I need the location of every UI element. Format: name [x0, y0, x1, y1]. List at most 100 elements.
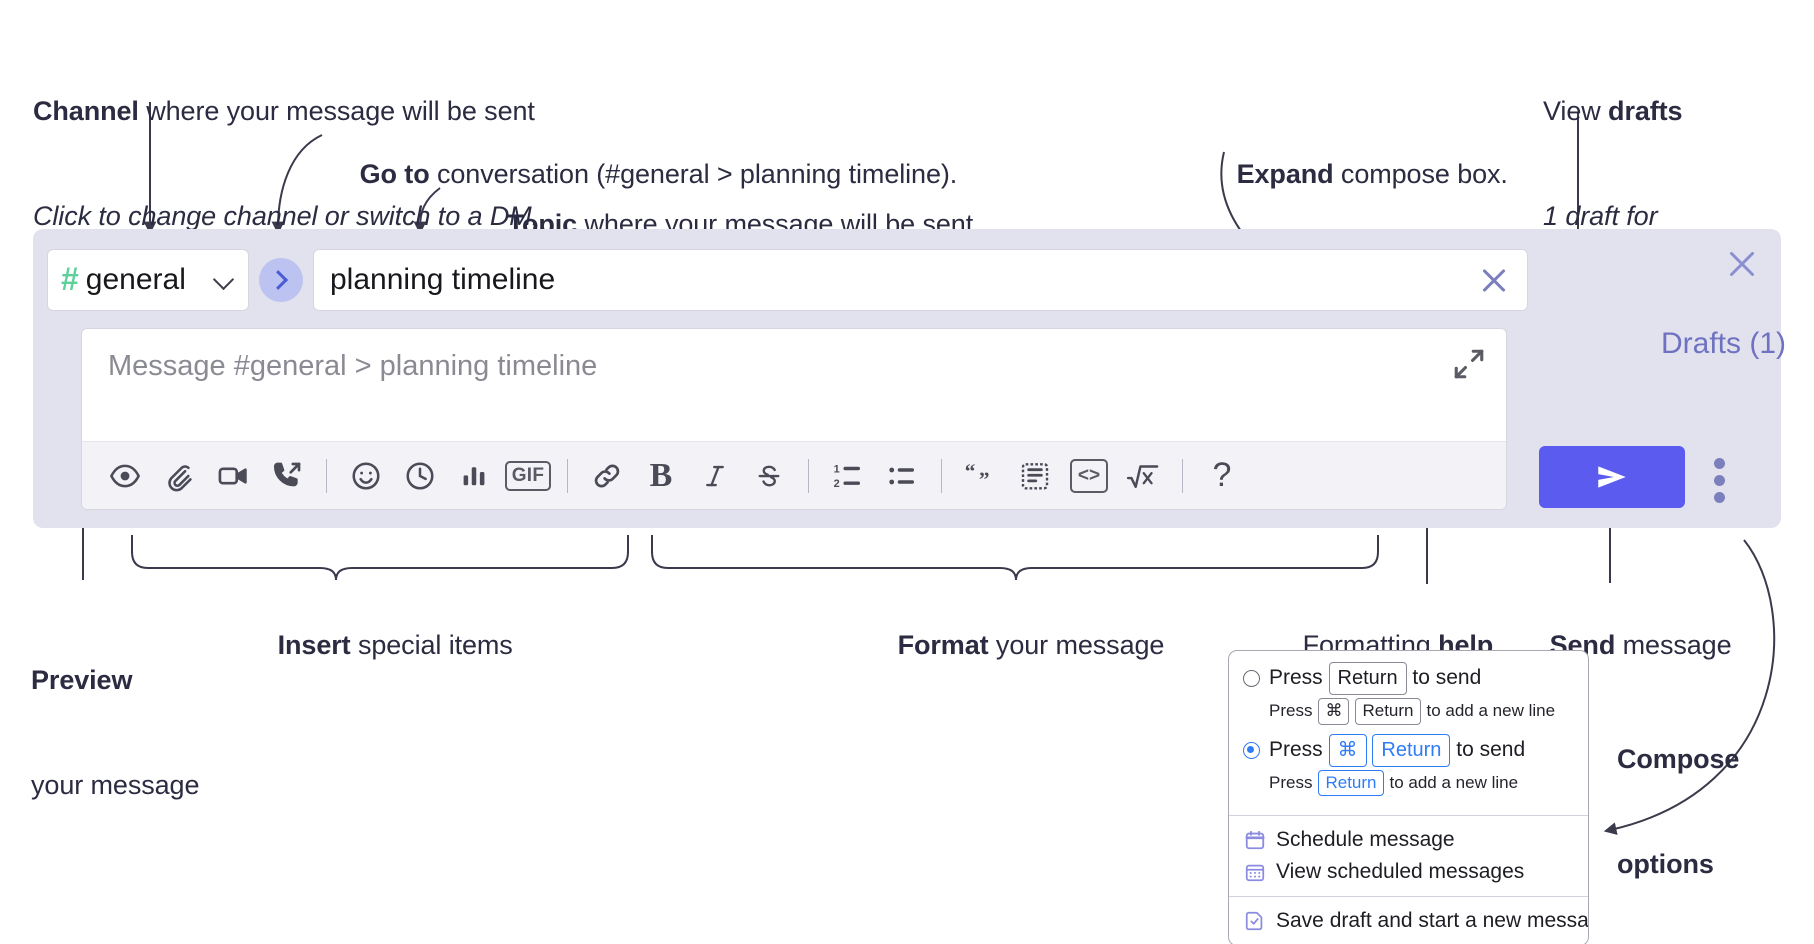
toolbar-separator [326, 458, 327, 493]
send-option-return[interactable]: Press Return to send Press ⌘ Return to a… [1243, 662, 1574, 725]
blockquote-icon[interactable]: “ ” [954, 449, 1008, 503]
toolbar-separator [1182, 458, 1183, 493]
annotation-expand: Expand compose box. [1207, 122, 1508, 227]
annotation-preview-line2: your message [31, 770, 200, 801]
close-icon[interactable] [1724, 246, 1760, 282]
menu-item-view-scheduled-messages[interactable]: View scheduled messages [1229, 856, 1588, 888]
menu-item-save-draft[interactable]: Save draft and start a new message [1229, 905, 1588, 937]
chevron-down-icon [213, 269, 235, 291]
link-icon[interactable] [580, 449, 634, 503]
message-input-box[interactable]: Message #general > planning timeline [81, 328, 1507, 510]
radio-button-selected[interactable] [1243, 741, 1260, 759]
annotation-format-rest: your message [988, 630, 1165, 661]
option2-key-return: Return [1372, 733, 1451, 767]
bold-icon[interactable]: B [634, 449, 688, 503]
ordered-list-icon[interactable]: 1 2 [821, 449, 875, 503]
annotation-drafts-bold: drafts [1608, 96, 1683, 127]
topic-field[interactable]: planning timeline [313, 249, 1528, 311]
annotation-send: Send message [1520, 593, 1732, 698]
option1-key-return: Return [1328, 662, 1407, 695]
help-icon[interactable]: ? [1195, 449, 1249, 503]
option2-pre: Press [1269, 737, 1323, 761]
kebab-dot [1714, 492, 1725, 503]
bold-label: B [649, 456, 673, 494]
audio-call-icon[interactable] [260, 449, 314, 503]
svg-text:“: “ [965, 459, 976, 483]
annotation-goto-rest: conversation (#general > planning timeli… [429, 159, 958, 190]
toolbar-separator [567, 458, 568, 493]
annotation-send-rest: message [1615, 630, 1732, 661]
compose-options-menu: Press Return to send Press ⌘ Return to a… [1228, 650, 1589, 944]
expand-icon[interactable] [1452, 347, 1486, 381]
annotation-compose-options: Compose options menu [1617, 672, 1739, 944]
annotation-insert-bold: Insert [277, 630, 351, 661]
hash-icon: # [61, 261, 79, 297]
schedule-icon [1244, 829, 1266, 851]
annotation-format-bold: Format [897, 630, 989, 661]
option1-pre: Press [1269, 666, 1323, 689]
go-to-conversation-button[interactable] [259, 258, 303, 302]
option1-post: to send [1412, 666, 1482, 689]
annotation-preview: Preview your message [31, 593, 199, 874]
send-option-cmd-return[interactable]: Press ⌘ Return to send Press Return to a… [1243, 733, 1574, 797]
drafts-label[interactable]: Drafts (1) [1660, 327, 1786, 360]
option1-sub-post: to add a new line [1426, 701, 1556, 721]
italic-icon[interactable] [688, 449, 742, 503]
radio-button[interactable] [1243, 670, 1260, 687]
svg-text:2: 2 [834, 478, 840, 490]
send-shortcut-options: Press Return to send Press ⌘ Return to a… [1229, 651, 1588, 815]
menu-divider [1229, 896, 1588, 898]
annotation-goto-bold: Go to [359, 159, 430, 190]
annotation-format: Format your message [868, 593, 1165, 698]
menu-item-schedule-message[interactable]: Schedule message [1229, 824, 1588, 856]
kebab-dot [1714, 458, 1725, 469]
option2-post: to send [1456, 737, 1526, 761]
inline-code-icon[interactable]: <> [1062, 449, 1116, 503]
gif-icon[interactable]: GIF [501, 449, 555, 503]
attachment-icon[interactable] [152, 449, 206, 503]
svg-text:”: ” [979, 467, 990, 491]
close-icon[interactable] [1477, 263, 1511, 297]
composer-header-row: # general planning timeline [47, 249, 1528, 311]
option2-key-cmd: ⌘ [1328, 733, 1367, 767]
calendar-icon [1244, 861, 1266, 883]
bulleted-list-icon[interactable] [875, 449, 929, 503]
menu-divider [1229, 815, 1588, 817]
send-icon [1598, 466, 1626, 488]
draft-section: Save draft and start a new message [1229, 897, 1588, 944]
svg-text:1: 1 [834, 463, 840, 475]
annotation-channel: Channel where your message will be sent … [33, 24, 539, 305]
menu-item-label: Schedule message [1276, 828, 1455, 852]
poll-icon[interactable] [447, 449, 501, 503]
save-draft-icon [1244, 910, 1266, 932]
annotation-drafts-prefix: View [1543, 96, 1609, 127]
emoji-icon[interactable] [339, 449, 393, 503]
annotation-preview-bold: Preview [31, 665, 133, 696]
inline-code-label: <> [1070, 458, 1108, 493]
annotation-channel-rest: where your message will be sent [138, 96, 535, 127]
option1-sub-pre: Press [1269, 701, 1313, 721]
schedule-section: Schedule message View scheduled messages [1229, 816, 1588, 896]
send-button[interactable] [1539, 446, 1685, 508]
option1-subkey-cmd: ⌘ [1318, 698, 1350, 725]
clock-icon[interactable] [393, 449, 447, 503]
more-options-icon[interactable] [1714, 458, 1726, 503]
annotation-expand-bold: Expand [1236, 159, 1334, 190]
video-icon[interactable] [206, 449, 260, 503]
latex-icon[interactable] [1116, 449, 1170, 503]
annotation-insert-rest: special items [350, 630, 513, 661]
toolbar-separator [808, 458, 809, 493]
preview-icon[interactable] [98, 449, 152, 503]
menu-item-label: Save draft and start a new message [1276, 909, 1589, 933]
message-placeholder: Message #general > planning timeline [108, 350, 598, 382]
code-block-icon[interactable] [1008, 449, 1062, 503]
annotation-channel-bold: Channel [33, 96, 139, 127]
toolbar-separator [941, 458, 942, 493]
channel-selector[interactable]: # general [47, 249, 249, 311]
annotation-insert: Insert special items [248, 593, 513, 698]
strikethrough-icon[interactable] [742, 449, 796, 503]
formatting-toolbar: GIF B [82, 441, 1506, 509]
topic-value: planning timeline [330, 263, 556, 296]
message-composer: # general planning timeline Message #gen… [33, 229, 1781, 528]
